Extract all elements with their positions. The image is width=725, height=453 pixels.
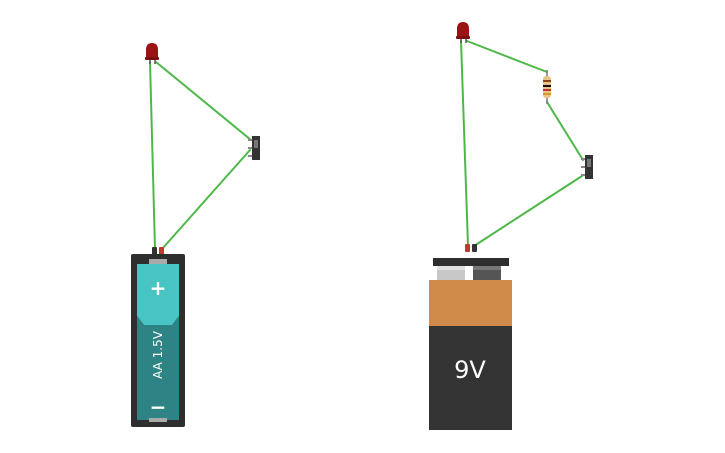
- terminal-positive[interactable]: [159, 247, 164, 255]
- led-base: [145, 57, 159, 60]
- wire-led-to-resistor[interactable]: [466, 40, 548, 73]
- led-icon: [146, 43, 158, 58]
- led-base: [456, 36, 470, 39]
- aa-battery[interactable]: + AA 1.5V −: [131, 247, 185, 427]
- circuit-9v: 9V: [429, 22, 593, 430]
- plus-label: +: [150, 276, 167, 300]
- battery-connector: [433, 258, 509, 266]
- slide-switch-aa[interactable]: [248, 136, 260, 160]
- resistor-band: [543, 89, 551, 91]
- battery-body: [429, 326, 512, 430]
- terminal-negative[interactable]: [152, 247, 157, 255]
- wire-led-to-switch[interactable]: [155, 61, 252, 141]
- resistor-band: [543, 85, 551, 87]
- wires-aa: [149, 61, 252, 250]
- voltage-label: 9V: [454, 356, 486, 384]
- battery-top-band: [429, 280, 512, 326]
- led-9v[interactable]: [456, 22, 470, 43]
- led-aa[interactable]: [145, 43, 159, 64]
- resistor-band: [543, 80, 551, 82]
- circuit-aa: + AA 1.5V −: [131, 43, 260, 427]
- terminal-positive[interactable]: [465, 244, 470, 252]
- terminal-negative[interactable]: [472, 244, 477, 252]
- resistor[interactable]: [543, 70, 551, 104]
- wire-switch-to-battery-9v[interactable]: [473, 175, 583, 247]
- resistor-band: [543, 93, 551, 95]
- wires-9v: [460, 40, 584, 247]
- battery-cap: [149, 259, 167, 264]
- led-icon: [457, 22, 469, 37]
- battery-cell-top: [137, 264, 179, 325]
- nine-volt-battery[interactable]: 9V: [429, 244, 512, 430]
- wire-resistor-to-switch[interactable]: [546, 101, 584, 161]
- switch-knob[interactable]: [587, 159, 591, 167]
- wire-switch-to-battery[interactable]: [161, 149, 251, 250]
- wire-led-to-battery-9v[interactable]: [460, 40, 469, 247]
- minus-label: −: [150, 395, 167, 419]
- voltage-label: AA 1.5V: [151, 330, 165, 379]
- wire-led-to-battery[interactable]: [149, 61, 156, 250]
- slide-switch-9v[interactable]: [581, 155, 593, 179]
- switch-knob[interactable]: [254, 140, 258, 148]
